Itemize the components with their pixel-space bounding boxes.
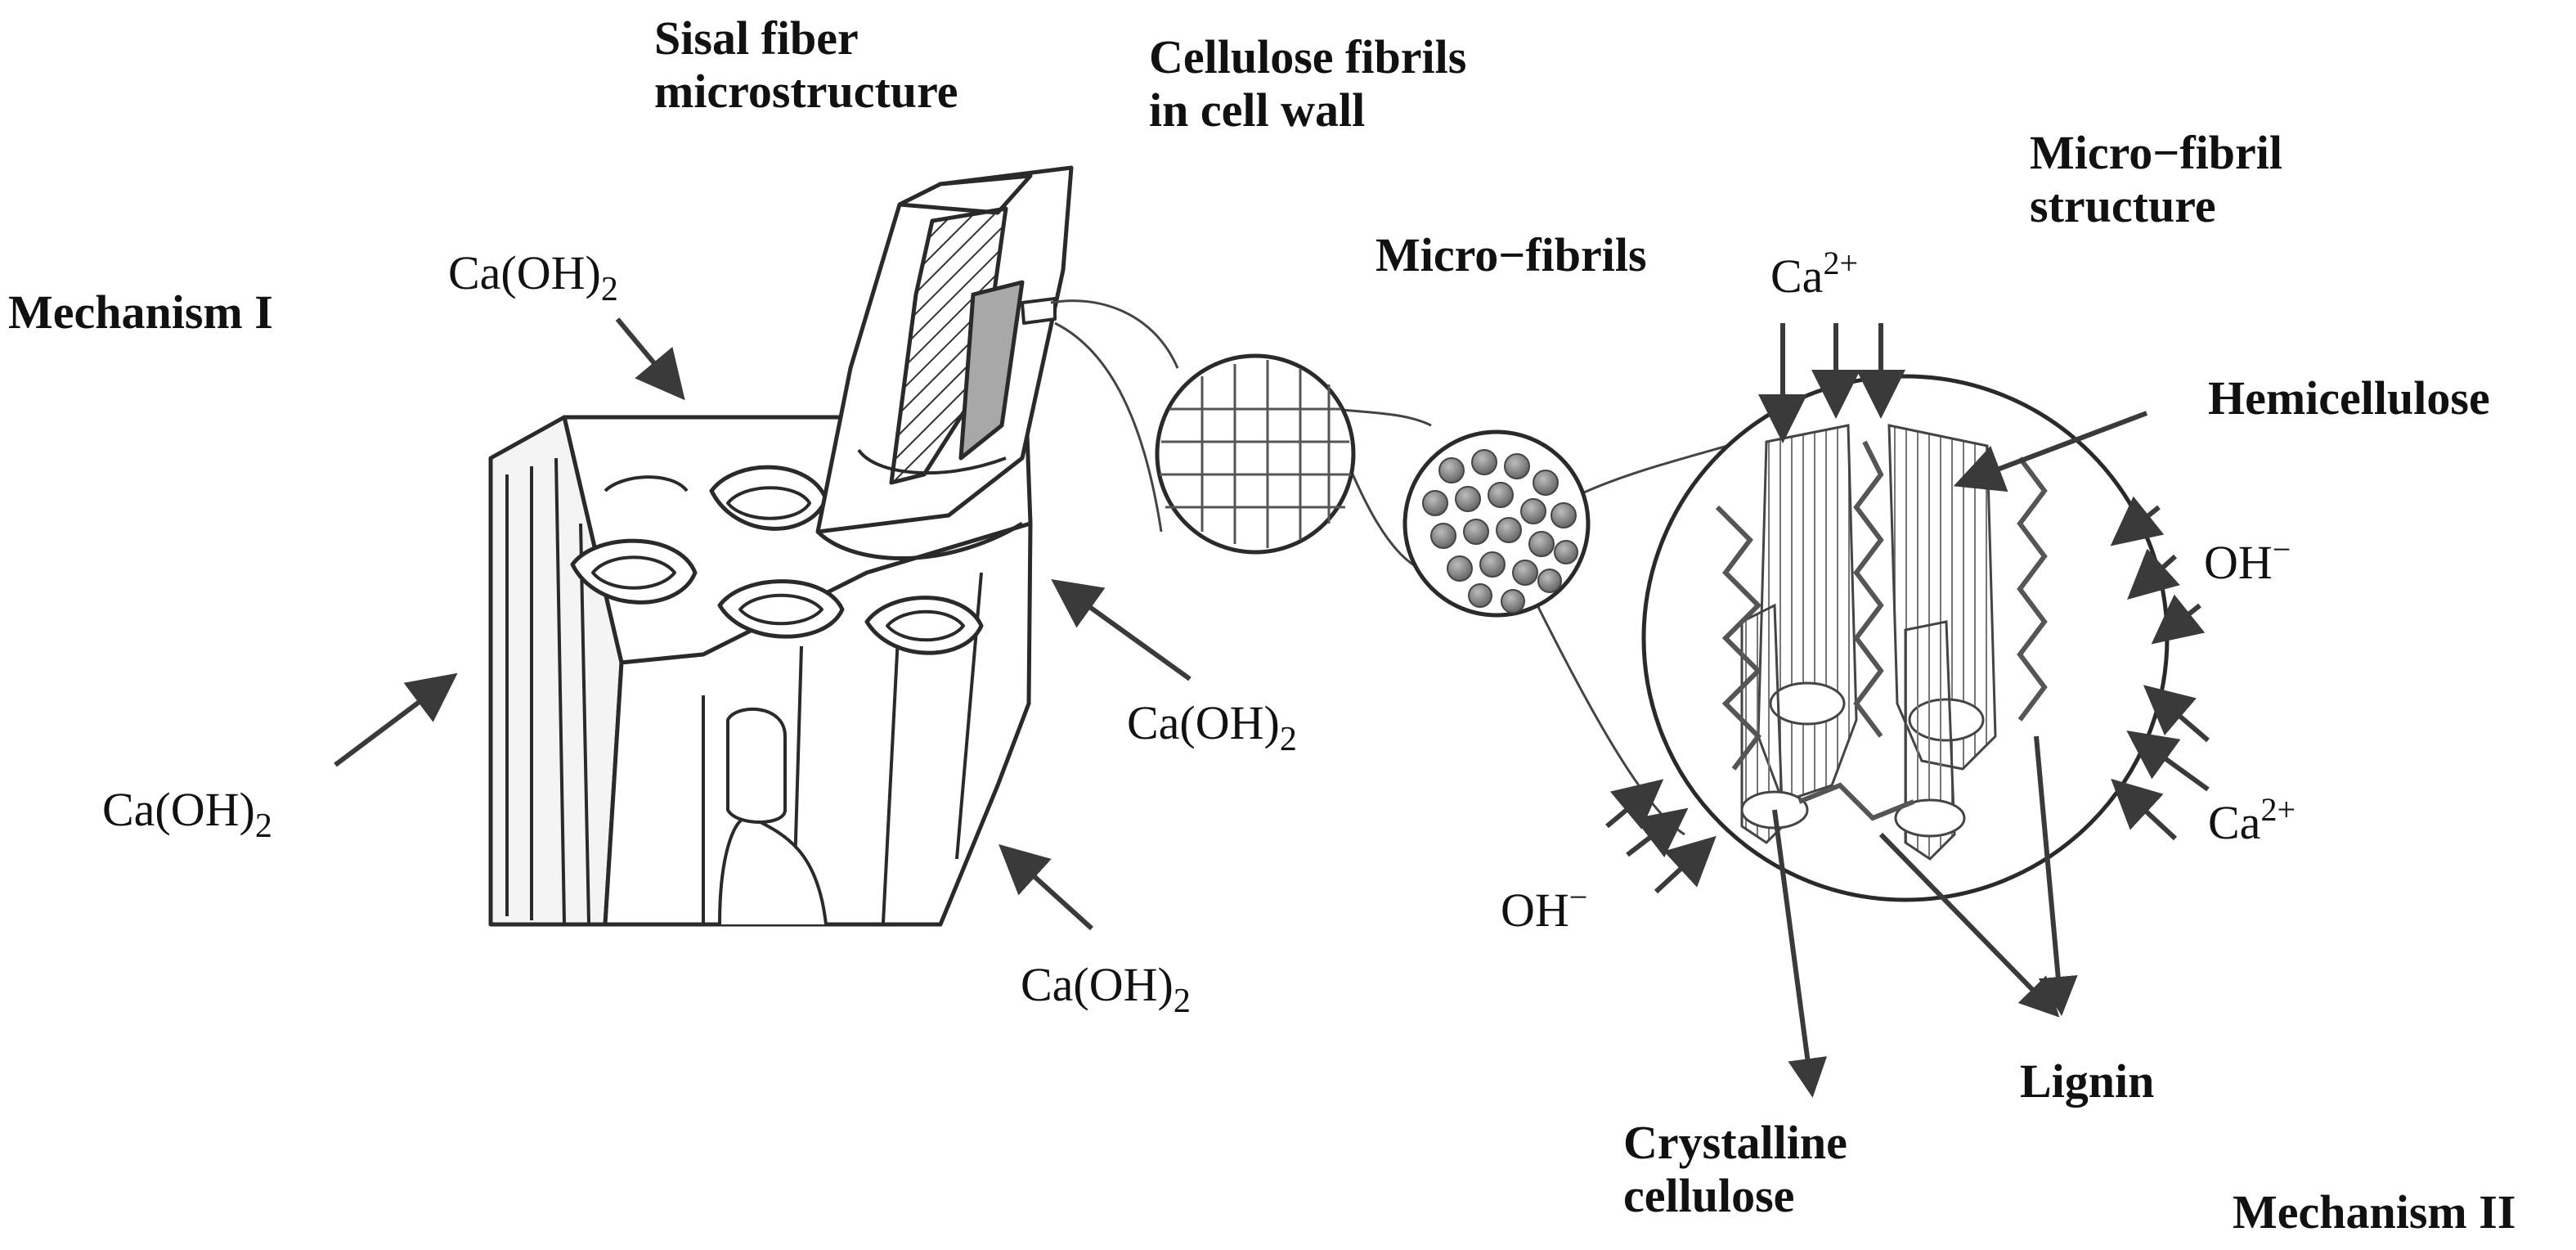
fiber-tube — [815, 165, 1074, 560]
caoh2-label-top: Ca(OH)2 — [448, 246, 618, 309]
micro-fibril-structure-line2: structure — [2030, 178, 2216, 232]
micro-fibrils-label: Micro−fibrils — [1376, 228, 1647, 281]
micro-fibril-structure-label: Micro−fibril structure — [2030, 126, 2283, 233]
oh-base: OH — [2204, 536, 2273, 589]
ca2-sup: 2+ — [2260, 791, 2296, 828]
sisal-fiber-label: Sisal fiber microstructure — [654, 11, 958, 119]
crystalline-cellulose-line2: cellulose — [1623, 1168, 1795, 1222]
oh-sup: − — [1568, 879, 1588, 915]
caoh2-label-right: Ca(OH)2 — [1127, 696, 1297, 759]
oh-label-left: OH− — [1501, 879, 1587, 938]
crystalline-cellulose-line1: Crystalline — [1623, 1116, 1847, 1169]
oh-label-right: OH− — [2204, 531, 2291, 590]
ca2-label-right: Ca2+ — [2208, 791, 2296, 850]
cellulose-fibrils-line2: in cell wall — [1149, 83, 1366, 137]
arrows — [334, 317, 2210, 1098]
caoh2-sub: 2 — [1173, 982, 1191, 1020]
caoh2-base: Ca(OH) — [102, 783, 255, 836]
cellulose-fibrils-label: Cellulose fibrils in cell wall — [1149, 30, 1467, 137]
crystalline-cellulose-label: Crystalline cellulose — [1623, 1116, 1847, 1223]
caoh2-base: Ca(OH) — [448, 246, 601, 299]
sisal-fiber-line2: microstructure — [654, 64, 958, 118]
ca2-label-top: Ca2+ — [1770, 245, 1858, 304]
caoh2-sub: 2 — [600, 271, 618, 308]
mechanism-ii-label: Mechanism II — [2233, 1185, 2516, 1239]
cellulose-fibrils-line1: Cellulose fibrils — [1149, 30, 1467, 83]
microfibril-structure-circle — [1641, 374, 2170, 902]
ca2-base: Ca — [2208, 796, 2261, 849]
ca2-sup: 2+ — [1823, 245, 1858, 281]
caoh2-sub: 2 — [254, 807, 272, 845]
caoh2-base: Ca(OH) — [1127, 696, 1280, 749]
caoh2-sub: 2 — [1279, 721, 1297, 758]
lignin-label: Lignin — [2020, 1054, 2155, 1108]
oh-sup: − — [2272, 531, 2291, 568]
microfibrils-circle — [1402, 429, 1591, 618]
mechanism-i-label: Mechanism I — [8, 286, 273, 339]
caoh2-label-bottom: Ca(OH)2 — [1021, 958, 1191, 1021]
ca2-base: Ca — [1770, 250, 1824, 303]
micro-fibril-structure-line1: Micro−fibril — [2030, 126, 2283, 179]
sisal-fiber-line1: Sisal fiber — [654, 11, 859, 65]
hemicellulose-label: Hemicellulose — [2208, 371, 2490, 425]
caoh2-base: Ca(OH) — [1021, 958, 1174, 1011]
fibrils-circle — [1155, 353, 1356, 555]
oh-base: OH — [1501, 884, 1569, 937]
caoh2-label-left: Ca(OH)2 — [102, 783, 272, 846]
